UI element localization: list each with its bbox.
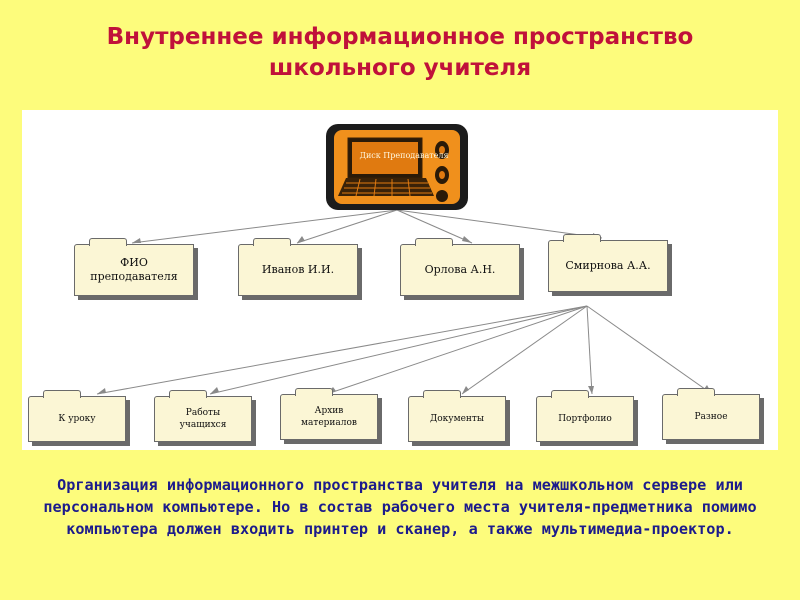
connector-root-ivanov <box>296 209 398 244</box>
connector-smirnova-arhiv <box>326 305 588 395</box>
folder-dokumenty: Документы <box>408 390 506 442</box>
folder-orlova: Орлова А.Н. <box>400 238 520 296</box>
folder-ivanov: Иванов И.И. <box>238 238 358 296</box>
title-line-1: Внутреннее информационное пространство <box>106 24 694 50</box>
teacher-disk-node: Диск Преподавателя <box>326 124 468 210</box>
connector-smirnova-raznoe <box>586 305 713 395</box>
connector-smirnova-portfolio <box>586 305 593 395</box>
folder-label: Орлова А.Н. <box>424 263 496 276</box>
connector-smirnova-raboty <box>209 305 588 395</box>
arrowhead <box>588 386 594 394</box>
arrowhead <box>297 236 305 243</box>
folder-label: Архив материалов <box>301 406 357 428</box>
folder-label: Документы <box>429 414 485 424</box>
laptop-icon <box>338 137 449 202</box>
arrowhead <box>210 387 219 394</box>
connector-root-orlova <box>396 209 473 244</box>
folder-smirnova: Смирнова А.А. <box>548 234 668 292</box>
folder-label: Портфолио <box>558 414 612 424</box>
arrowhead <box>462 386 469 394</box>
folder-label: Смирнова А.А. <box>565 259 651 272</box>
description-text: Организация информационного пространства… <box>43 476 757 538</box>
folder-label: Работы учащихся <box>179 408 227 430</box>
folder-k-uroku: К уроку <box>28 390 126 442</box>
arrowhead <box>132 238 141 243</box>
page-title: Внутреннее информационное пространство ш… <box>0 22 800 84</box>
arrowhead <box>462 236 472 243</box>
folder-label: Иванов И.И. <box>261 263 335 276</box>
folder-label: ФИО преподавателя <box>90 256 178 283</box>
folder-raznoe: Разное <box>662 388 760 440</box>
folder-raboty: Работы учащихся <box>154 390 252 442</box>
folder-label: Разное <box>694 412 728 422</box>
title-line-2: школьного учителя <box>268 55 532 81</box>
connector-root-fio <box>131 209 398 244</box>
disk-body: Диск Преподавателя <box>334 130 460 204</box>
arrowhead <box>97 388 106 394</box>
folder-label: К уроку <box>58 414 96 424</box>
disk-label: Диск Преподавателя <box>359 151 449 160</box>
connector-root-smirnova <box>396 209 603 239</box>
folder-arhiv: Архив материалов <box>280 388 378 440</box>
connector-lines <box>96 209 713 395</box>
connector-smirnova-dokumenty <box>461 305 588 395</box>
connector-smirnova-kuroku <box>96 305 588 395</box>
folder-fio: ФИО преподавателя <box>74 238 194 296</box>
folder-portfolio: Портфолио <box>536 390 634 442</box>
diagram-panel: Диск Преподавателя ФИО преподавателя Ива… <box>22 110 778 450</box>
